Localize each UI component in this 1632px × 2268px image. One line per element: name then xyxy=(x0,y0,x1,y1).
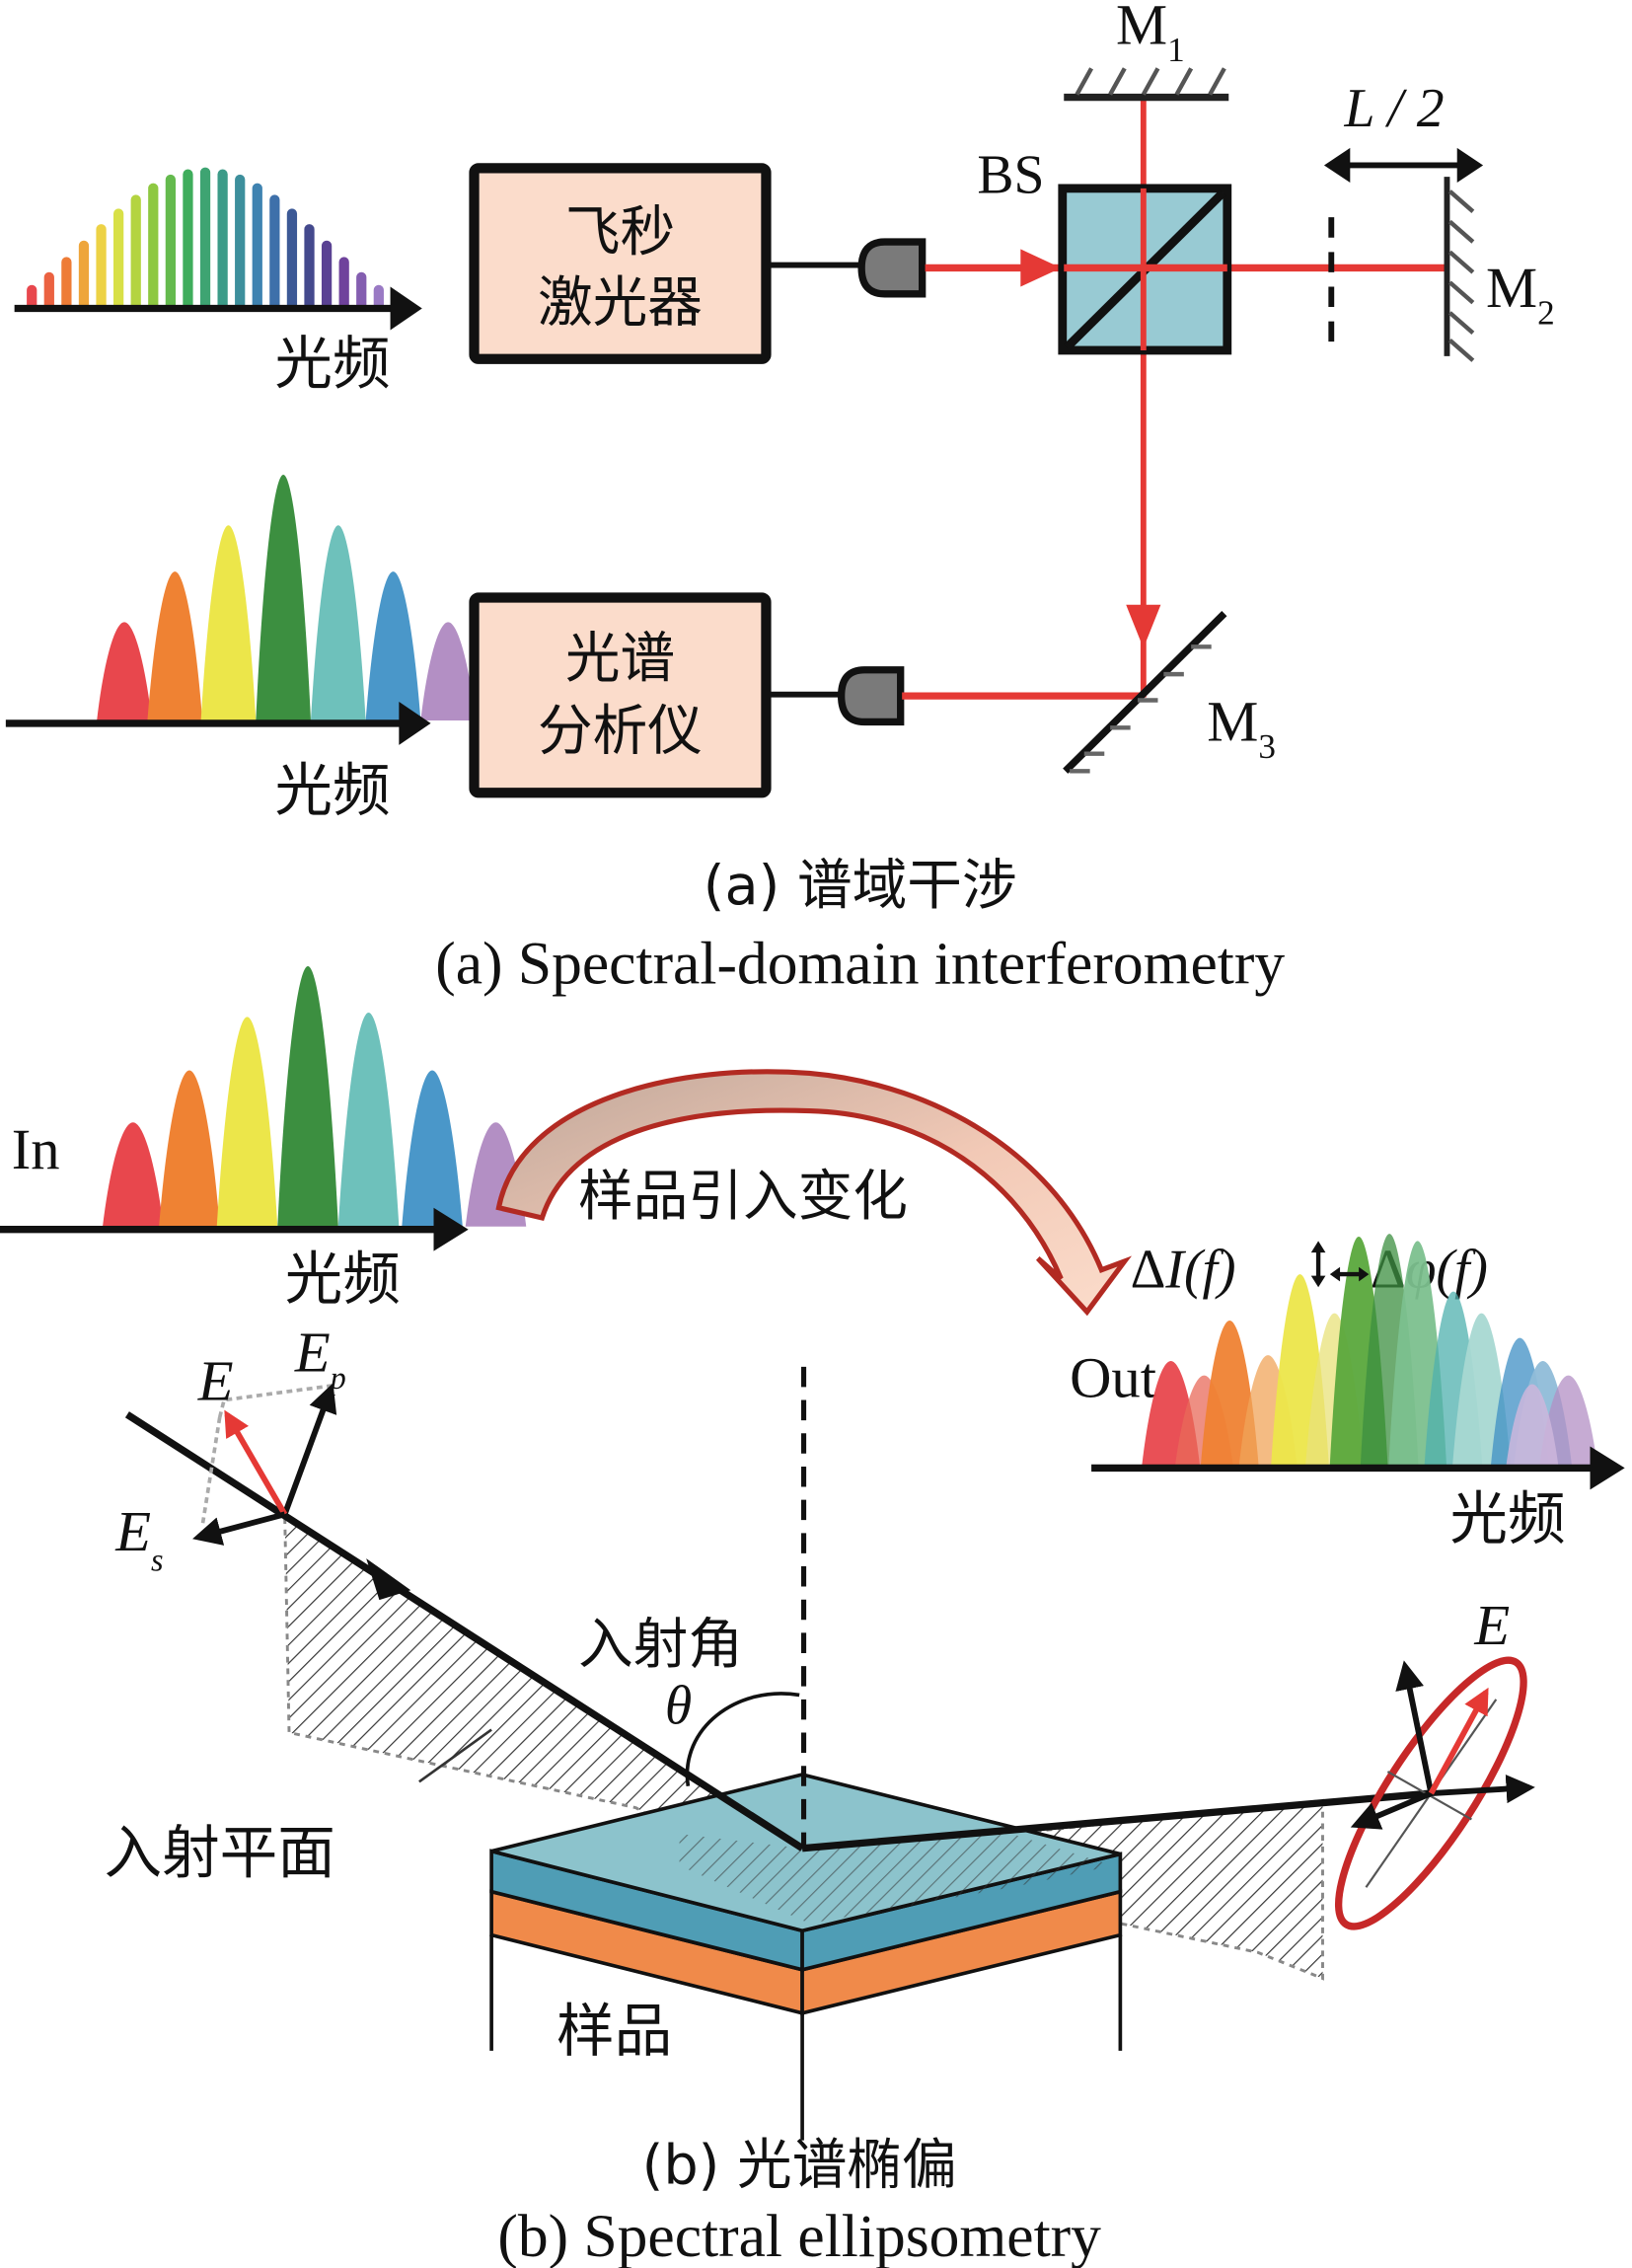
ep-vector xyxy=(281,1383,337,1516)
laser-box-line1: 飞秒 xyxy=(565,200,675,265)
spectral-peak xyxy=(365,571,421,721)
mirror-m2 xyxy=(1444,177,1475,362)
spectral-peak xyxy=(402,1070,463,1227)
spectral-peak xyxy=(159,1070,220,1227)
mirror-m1 xyxy=(1064,67,1229,102)
sample-surface-hatch-overlay xyxy=(679,1834,1114,1924)
femtosecond-laser-box: 飞秒 激光器 xyxy=(469,163,772,364)
mirror-m3-label: M3 xyxy=(1207,690,1276,767)
incident-beam-arrow-icon xyxy=(366,1558,411,1601)
panel-b: In 光频 样品引入变化 ΔI(f) Δφ(f) Out 光频 xyxy=(0,966,1625,2268)
analyzer-spectrum xyxy=(97,474,476,721)
delta-intensity-label: ΔI(f) xyxy=(1131,1239,1236,1300)
input-spectrum xyxy=(103,966,527,1227)
ep-field-label: Ep xyxy=(294,1320,346,1396)
incidence-angle-label: 入射角 xyxy=(578,1613,743,1677)
axis-label-optical-frequency-input: 光频 xyxy=(285,1246,401,1313)
laser-box-line2: 激光器 xyxy=(538,271,703,336)
spectral-peak xyxy=(103,1122,164,1227)
incident-beam xyxy=(124,1411,805,1852)
frequency-axis-output xyxy=(1091,1446,1625,1490)
fiber-collimator-2 xyxy=(837,666,905,726)
mirror-m1-label: M1 xyxy=(1116,0,1185,69)
mirror-m3 xyxy=(1063,610,1227,774)
spectral-peak xyxy=(256,474,311,721)
frequency-axis-input xyxy=(0,1207,469,1251)
frequency-comb-spectrum xyxy=(27,167,384,311)
input-polarization-vectors xyxy=(192,1383,337,1546)
sample-change-curved-arrow xyxy=(495,1069,1133,1317)
incidence-plane-label: 入射平面 xyxy=(104,1820,334,1887)
spectral-peak xyxy=(1506,1384,1559,1466)
input-label: In xyxy=(12,1117,60,1181)
spectral-peak xyxy=(97,622,152,721)
output-polarization-ellipse xyxy=(1334,1656,1535,1930)
displacement-label: L / 2 xyxy=(1343,78,1444,139)
reflected-beam xyxy=(801,1789,1432,1852)
sample-label: 样品 xyxy=(556,1998,672,2065)
output-spectrum xyxy=(1142,1234,1597,1466)
intensity-change-arrow-icon xyxy=(1310,1241,1326,1288)
es-vector xyxy=(192,1511,286,1546)
caption-b-english: (b) Spectral ellipsometry xyxy=(497,2203,1101,2268)
e-vector xyxy=(224,1409,288,1516)
output-label: Out xyxy=(1070,1346,1156,1410)
analyzer-box-line1: 光谱 xyxy=(565,627,675,691)
es-field-label: Es xyxy=(114,1499,163,1578)
analyzer-box-line2: 分析仪 xyxy=(538,699,703,763)
axis-label-optical-frequency-top: 光频 xyxy=(274,331,390,398)
frequency-axis-top xyxy=(14,286,422,331)
spectral-peak xyxy=(277,966,338,1227)
panel-a: 光频 飞秒 激光器 BS xyxy=(5,0,1555,998)
frequency-axis-bottom xyxy=(5,701,431,745)
displacement-double-arrow-icon xyxy=(1323,147,1484,184)
mirror-m2-label: M2 xyxy=(1486,256,1555,333)
theta-symbol: θ xyxy=(665,1676,692,1737)
caption-a-english: (a) Spectral-domain interferometry xyxy=(435,931,1285,998)
beam-direction-arrow-down-icon xyxy=(1126,604,1161,648)
fiber-collimator-1 xyxy=(857,238,927,298)
spectral-peak xyxy=(420,622,476,721)
output-e-field-label: E xyxy=(1473,1593,1510,1657)
spectral-peak xyxy=(337,1012,400,1227)
beam-splitter-cube xyxy=(1058,184,1232,355)
beam-direction-arrow-icon xyxy=(1020,249,1062,287)
axis-label-optical-frequency-output: 光频 xyxy=(1449,1485,1565,1552)
caption-a-chinese: (a) 谱域干涉 xyxy=(704,854,1017,918)
sample-change-label: 样品引入变化 xyxy=(578,1165,908,1229)
spectral-peak xyxy=(200,525,257,721)
e-field-label: E xyxy=(197,1349,234,1413)
phase-shift-arrow-icon xyxy=(1329,1266,1370,1282)
spectral-peak xyxy=(147,571,203,721)
spectral-peak xyxy=(216,1017,278,1227)
incidence-angle-arc xyxy=(685,1692,800,1786)
beam-splitter-label: BS xyxy=(977,144,1044,205)
spectral-peak xyxy=(310,525,366,721)
caption-b-chinese: (b) 光谱椭偏 xyxy=(642,2134,957,2198)
incidence-plane-leader-line xyxy=(418,1728,492,1783)
spectrum-analyzer-box: 光谱 分析仪 xyxy=(469,592,772,798)
axis-label-optical-frequency-bottom: 光频 xyxy=(274,757,390,824)
